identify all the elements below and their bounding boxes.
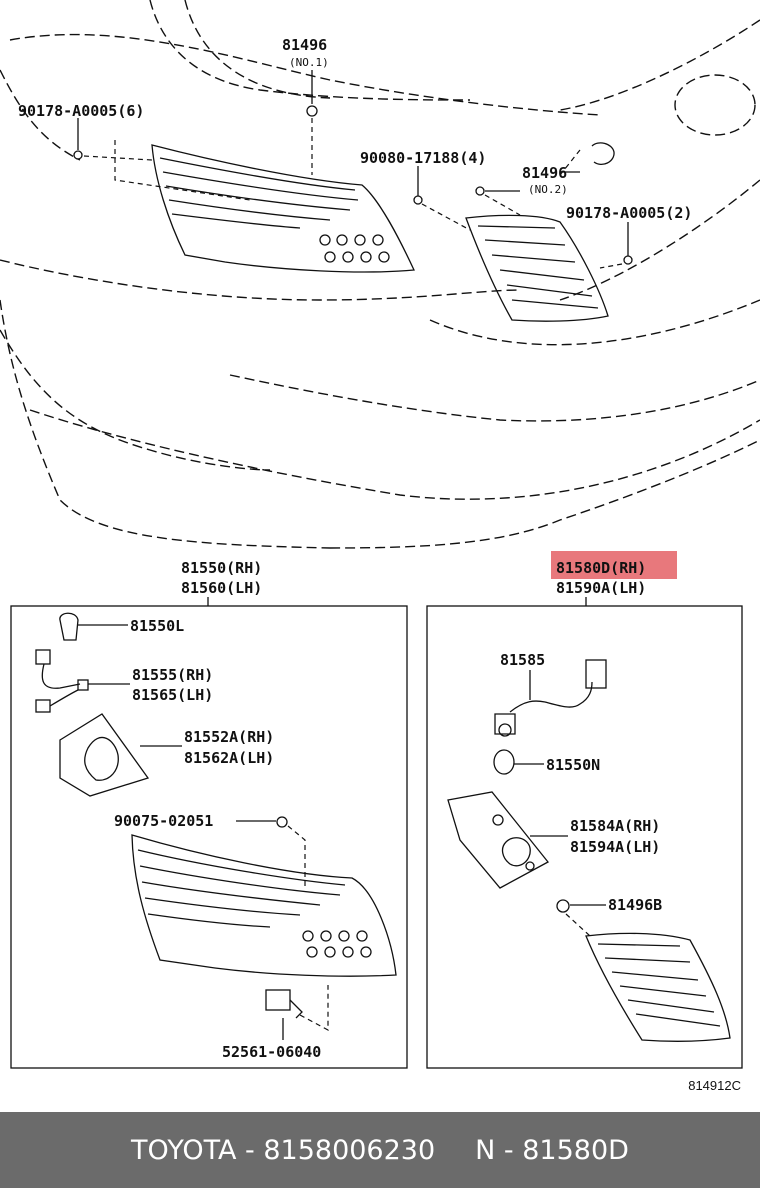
right-clip-label: 81496B [608, 896, 662, 914]
label-90178-a0005-6: 90178-A0005(6) [18, 102, 144, 120]
left-header-rh: 81550(RH) [181, 559, 262, 577]
parts-diagram: 81496 (NO.1) 90178-A0005(6) 90080-17188(… [0, 0, 760, 1093]
label-81496-no2-sub: (NO.2) [528, 183, 568, 196]
label-90178-a0005-2: 90178-A0005(2) [566, 204, 692, 222]
footer-bar: TOYOTA - 8158006230 N - 81580D [0, 1112, 760, 1188]
left-gasket-lh-label: 81562A(LH) [184, 749, 274, 767]
label-81496-no2: 81496 [522, 164, 567, 182]
left-socket-icon [35, 649, 130, 713]
right-bracket-lh-label: 81594A(LH) [570, 838, 660, 856]
left-header-lh: 81560(LH) [181, 579, 262, 597]
label-90080-17188: 90080-17188(4) [360, 149, 486, 167]
left-screw-label: 90075-02051 [114, 812, 213, 830]
top-fasteners [73, 105, 633, 269]
label-81496-no1: 81496 [282, 36, 327, 54]
top-tail-lamp-outer [151, 144, 415, 273]
left-tail-lamp [131, 834, 397, 977]
top-tail-lamp-inner [465, 214, 609, 322]
figure-code: 814912C [688, 1078, 741, 1093]
right-bulb-icon [493, 749, 515, 775]
right-header-rh: 81580D(RH) [556, 559, 646, 577]
right-wire-harness-icon [494, 659, 607, 737]
highlight-box [551, 551, 677, 579]
left-connector-label: 52561-06040 [222, 1043, 321, 1061]
left-bulb-label: 81550L [130, 617, 184, 635]
right-inner-lamp [585, 932, 731, 1042]
right-bulb-label: 81550N [546, 756, 600, 774]
label-81496-no1-sub: (NO.1) [289, 56, 329, 69]
right-wire-label: 81585 [500, 651, 545, 669]
right-bracket-rh-label: 81584A(RH) [570, 817, 660, 835]
right-header-lh: 81590A(LH) [556, 579, 646, 597]
left-bulb-icon [59, 612, 128, 641]
footer-short-part-number: N - 81580D [475, 1134, 629, 1166]
right-assembly-box [426, 605, 743, 1069]
left-socket-lh-label: 81565(LH) [132, 686, 213, 704]
footer-brand-part-number: TOYOTA - 8158006230 [131, 1134, 436, 1166]
left-socket-rh-label: 81555(RH) [132, 666, 213, 684]
clip-icon [556, 899, 570, 913]
right-bracket-icon [447, 791, 568, 889]
left-gasket-rh-label: 81552A(RH) [184, 728, 274, 746]
car-body-outline [0, 0, 760, 549]
left-assembly-box [10, 605, 408, 1069]
screw-icon [276, 816, 288, 828]
left-connector-icon [265, 985, 329, 1040]
left-gasket-icon [59, 713, 182, 797]
